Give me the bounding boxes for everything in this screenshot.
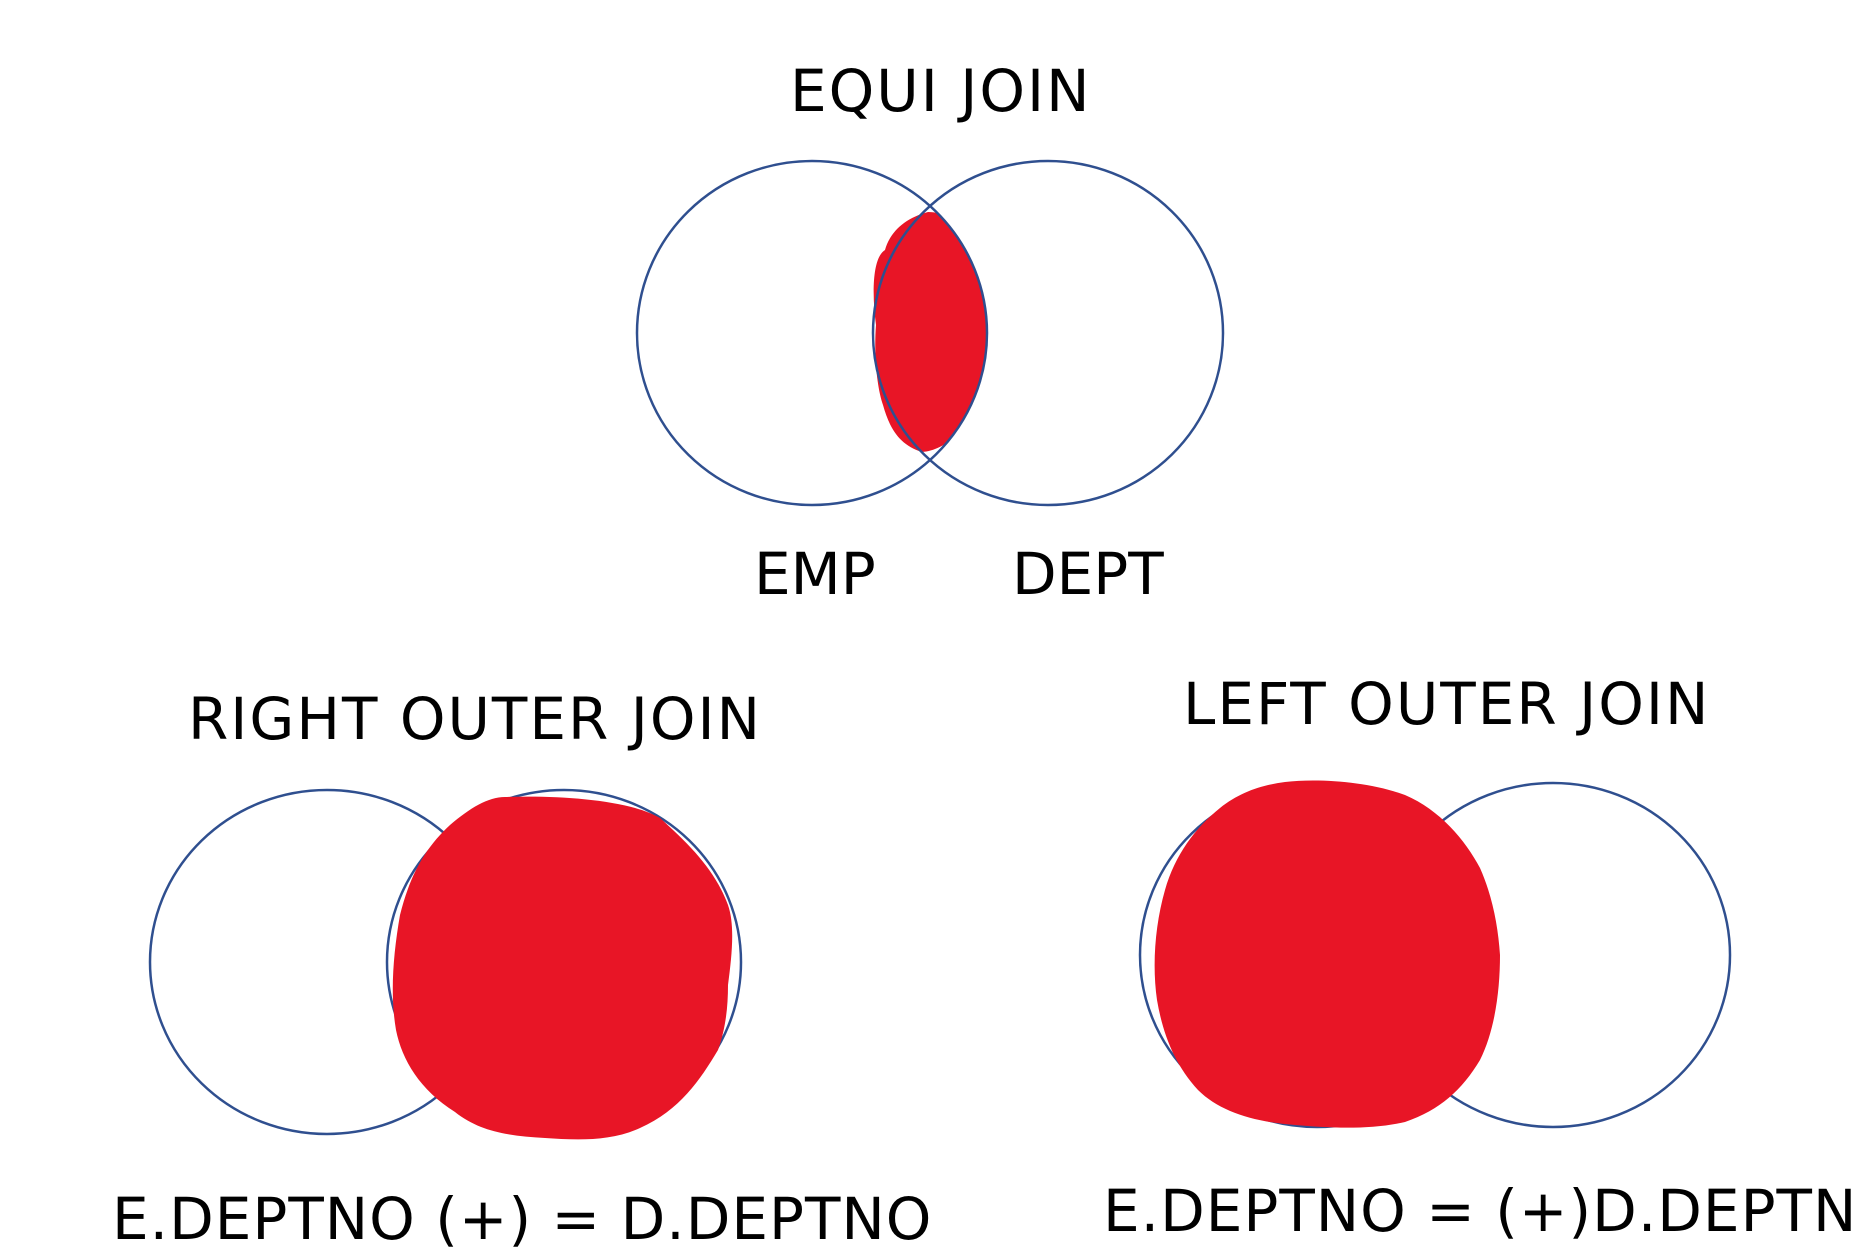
right-outer-join-venn: [148, 788, 743, 1140]
left-outer-join-condition: E.DEPTNO = (+)D.DEPTNO: [1103, 1177, 1853, 1245]
equi-join-title: EQUI JOIN: [790, 57, 1092, 125]
left-outer-join-highlight: [1154, 780, 1500, 1128]
left-outer-join-venn: [1138, 780, 1732, 1129]
equi-join-intersection-highlight: [873, 212, 987, 452]
right-outer-join-condition: E.DEPTNO (+) = D.DEPTNO: [112, 1185, 933, 1253]
emp-set-label: EMP: [754, 540, 876, 608]
emp-circle: [635, 159, 989, 507]
right-outer-join-highlight: [392, 796, 733, 1140]
equi-join-venn: [635, 159, 1225, 507]
left-outer-join-title: LEFT OUTER JOIN: [1183, 670, 1711, 738]
dept-circle: [871, 159, 1225, 507]
dept-set-label: DEPT: [1012, 540, 1164, 608]
right-outer-join-title: RIGHT OUTER JOIN: [188, 685, 762, 753]
